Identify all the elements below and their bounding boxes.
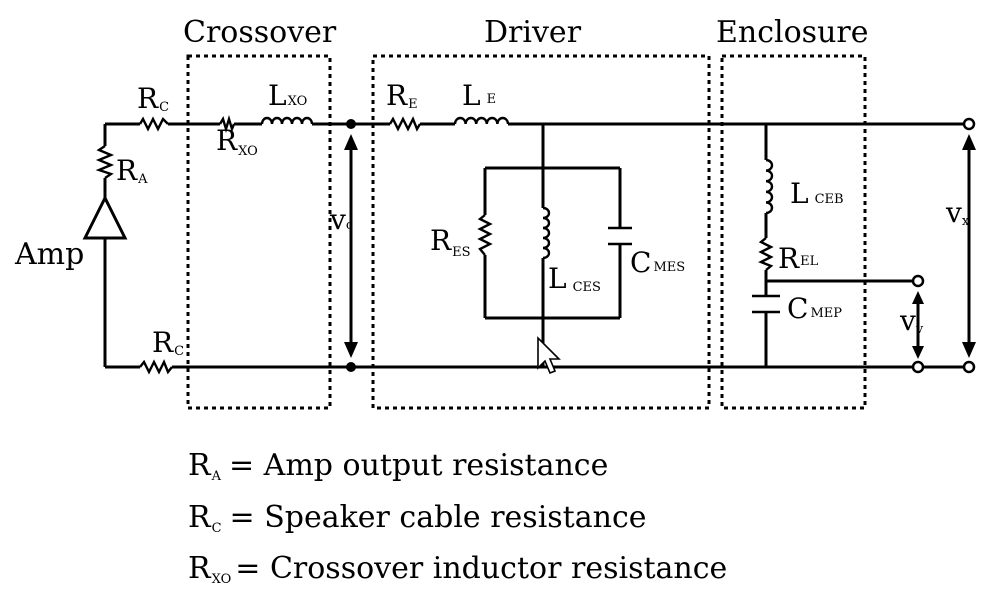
node-dot <box>346 119 356 129</box>
lces-inductor <box>542 206 551 260</box>
legend-item: RC= Speaker cable resistance <box>188 500 647 536</box>
terminal <box>911 360 925 374</box>
re-label: RE <box>386 79 418 112</box>
rxo-resistor <box>218 114 236 134</box>
rc-top-resistor <box>138 116 169 132</box>
vx-arrow <box>962 134 976 358</box>
lxo-label: LXO <box>268 79 307 112</box>
res-label: RES <box>430 224 471 260</box>
amp-triangle <box>82 194 128 240</box>
vv-label: vv <box>899 304 924 337</box>
res-resistor <box>477 214 493 256</box>
le-inductor <box>453 116 510 125</box>
ra-label: RA <box>116 154 148 187</box>
legend-item: RA= Amp output resistance <box>188 448 608 484</box>
rc-bottom-resistor <box>139 359 173 375</box>
driver-box <box>371 54 711 410</box>
amp-label: Amp <box>14 237 84 272</box>
rel-resistor <box>758 237 774 271</box>
enclosure-box <box>720 54 867 410</box>
lceb-inductor <box>765 158 774 215</box>
rc-bottom-label: RC <box>152 326 184 359</box>
vc-arrow <box>344 134 358 358</box>
mouse-cursor-icon <box>537 336 561 375</box>
rel-label: REL <box>778 242 819 275</box>
rxo-label: RXO <box>216 124 258 159</box>
vc-label: vc <box>329 203 353 236</box>
crossover-title: Crossover <box>183 15 337 50</box>
legend: RA= Amp output resistance RC= Speaker ca… <box>188 448 727 587</box>
re-resistor <box>388 116 422 132</box>
driver-title: Driver <box>484 15 582 50</box>
terminal <box>962 117 976 131</box>
lxo-inductor <box>260 116 314 125</box>
node-dot <box>346 362 356 372</box>
ra-resistor <box>95 145 115 179</box>
vx-label: vx <box>945 196 970 229</box>
terminal <box>962 360 976 374</box>
enclosure-title: Enclosure <box>716 15 869 50</box>
rc-top-label: RC <box>137 82 169 115</box>
vv-arrow <box>912 291 924 359</box>
legend-item: RXO= Crossover inductor resistance <box>188 551 727 587</box>
crossover-box <box>186 54 332 410</box>
terminal <box>911 274 925 288</box>
